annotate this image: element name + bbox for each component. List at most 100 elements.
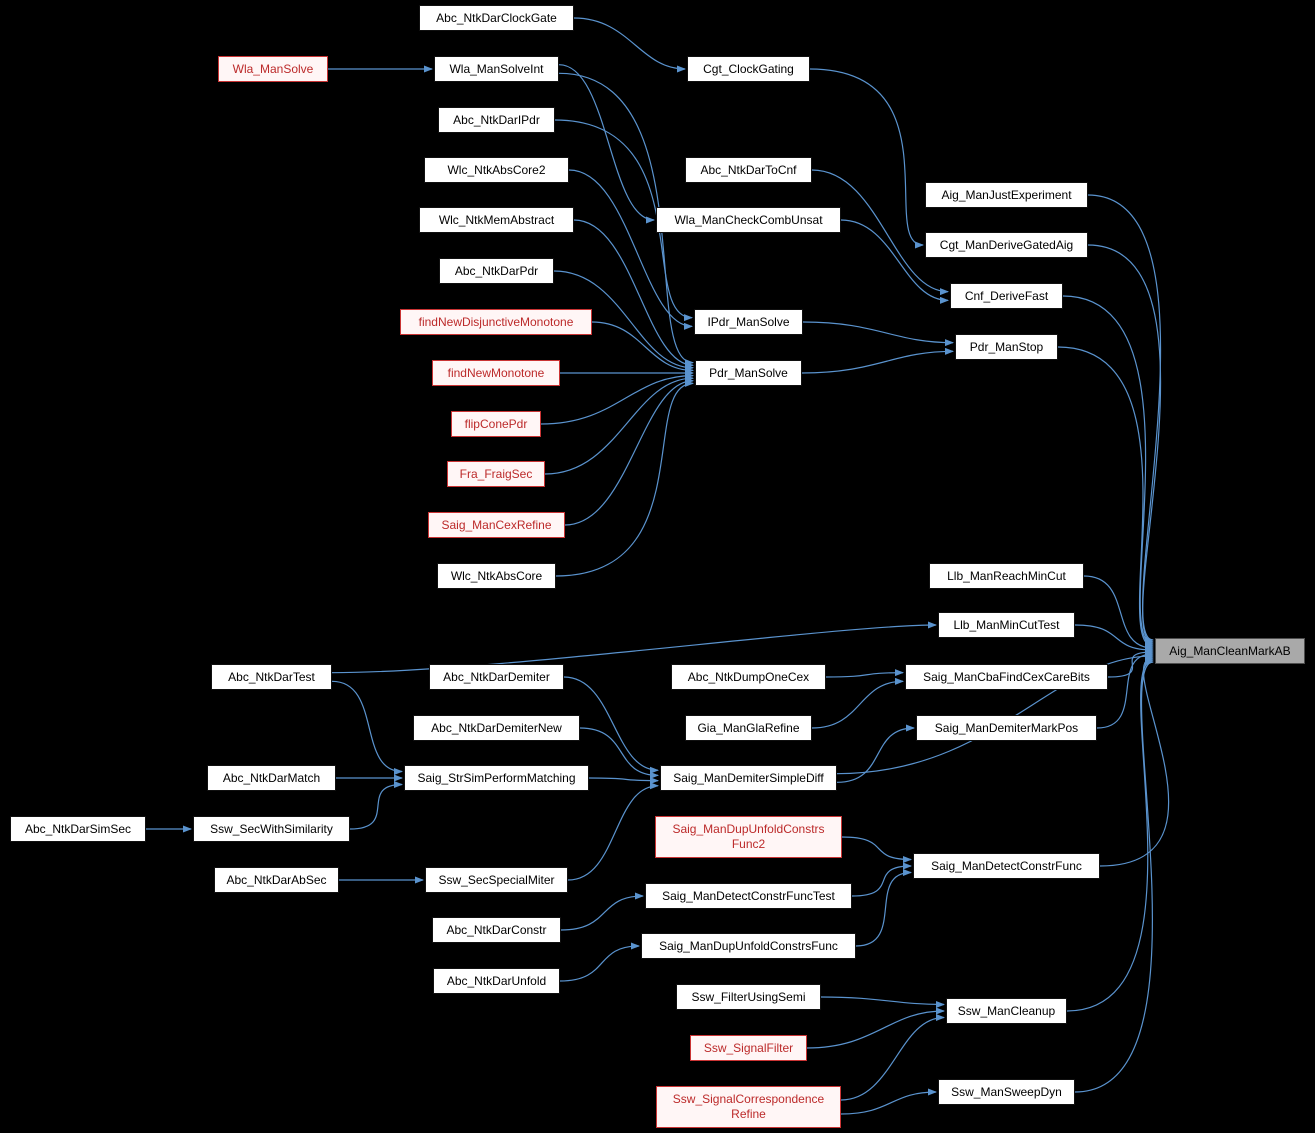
node-label: Wlc_NtkAbsCore	[450, 568, 543, 583]
node-label: Ssw_ManSweepDyn	[951, 1084, 1062, 1099]
node-label: Abc_NtkDarDemiterNew	[431, 720, 562, 735]
graph-node-SswFilterUsingSemi[interactable]: Ssw_FilterUsingSemi	[676, 984, 821, 1010]
graph-node-SswSignalFilter[interactable]: Ssw_SignalFilter	[690, 1035, 807, 1061]
graph-node-AigManCleanMarkAB[interactable]: Aig_ManCleanMarkAB	[1155, 638, 1305, 664]
graph-node-WlcNtkMemAbstract[interactable]: Wlc_NtkMemAbstract	[419, 207, 574, 233]
graph-node-WlaManCheckCombUnsat[interactable]: Wla_ManCheckCombUnsat	[656, 207, 841, 233]
node-label: Llb_ManMinCutTest	[953, 617, 1060, 632]
node-label: Saig_ManDemiterMarkPos	[934, 720, 1079, 735]
graph-node-SswSecWithSimilarity[interactable]: Ssw_SecWithSimilarity	[193, 816, 350, 842]
graph-node-AbcNtkDarClockGate[interactable]: Abc_NtkDarClockGate	[419, 5, 574, 31]
graph-node-AbcNtkDumpOneCex[interactable]: Abc_NtkDumpOneCex	[671, 664, 826, 690]
node-label: Abc_NtkDarClockGate	[436, 10, 557, 25]
graph-node-GiaManGlaRefine[interactable]: Gia_ManGlaRefine	[685, 715, 812, 741]
edge-SswSecWithSimilarity-to-SaigStrSimPerformMatching	[349, 781, 403, 830]
graph-node-AbcNtkDarDemiter[interactable]: Abc_NtkDarDemiter	[429, 664, 564, 690]
node-label: Wlc_NtkAbsCore2	[447, 162, 546, 177]
graph-node-AbcNtkDarMatch[interactable]: Abc_NtkDarMatch	[207, 765, 336, 791]
graph-node-AbcNtkDarConstr[interactable]: Abc_NtkDarConstr	[432, 917, 561, 943]
edge-SaigStrSimPerformMatching-to-SaigManDemiterSimpleDiff	[588, 777, 659, 785]
graph-node-SswSignalCorrespondenceRefine[interactable]: Ssw_SignalCorrespondence Refine	[656, 1086, 841, 1128]
graph-node-AbcNtkDarIPdr[interactable]: Abc_NtkDarIPdr	[438, 107, 555, 133]
graph-node-SaigStrSimPerformMatching[interactable]: Saig_StrSimPerformMatching	[404, 765, 589, 791]
graph-node-WlcNtkAbsCore[interactable]: Wlc_NtkAbsCore	[437, 563, 556, 589]
node-label: Pdr_ManStop	[969, 339, 1044, 354]
node-label: Wla_ManSolve	[232, 61, 314, 76]
edge-AbcNtkDumpOneCex-to-SaigManCbaFindCexCareBits	[825, 669, 904, 678]
graph-node-AbcNtkDarUnfold[interactable]: Abc_NtkDarUnfold	[433, 968, 560, 994]
graph-node-AbcNtkDarPdr[interactable]: Abc_NtkDarPdr	[439, 258, 554, 284]
graph-node-PdrManSolve[interactable]: Pdr_ManSolve	[695, 360, 802, 386]
graph-node-SaigManCbaFindCexCareBits[interactable]: Saig_ManCbaFindCexCareBits	[905, 664, 1108, 690]
graph-node-FraFraigSec[interactable]: Fra_FraigSec	[447, 461, 545, 487]
graph-node-SswManSweepDyn[interactable]: Ssw_ManSweepDyn	[938, 1079, 1075, 1105]
edge-WlcNtkMemAbstract-to-PdrManSolve	[573, 219, 694, 369]
node-label: Saig_ManDupUnfoldConstrsFunc	[659, 938, 838, 953]
graph-node-AbcNtkDarTest[interactable]: Abc_NtkDarTest	[211, 664, 332, 690]
graph-node-SswSecSpecialMiter[interactable]: Ssw_SecSpecialMiter	[425, 867, 568, 893]
edge-SaigManDemiterMarkPos-to-AigManCleanMarkAB	[1096, 650, 1154, 729]
graph-node-IPdrManSolve[interactable]: IPdr_ManSolve	[694, 309, 803, 335]
edge-AigManJustExperiment-to-AigManCleanMarkAB	[1087, 194, 1162, 644]
node-label: flipConePdr	[464, 416, 528, 431]
graph-node-WlaManSolveInt[interactable]: Wla_ManSolveInt	[434, 56, 559, 82]
edge-WlaManCheckCombUnsat-to-CnfDeriveFast	[840, 219, 949, 304]
graph-node-findNewMonotone[interactable]: findNewMonotone	[432, 360, 560, 386]
node-label: Wlc_NtkMemAbstract	[438, 212, 555, 227]
edge-SaigManDemiterSimpleDiff-to-AigManCleanMarkAB	[836, 652, 1154, 775]
graph-node-AbcNtkDarSimSec[interactable]: Abc_NtkDarSimSec	[10, 816, 146, 842]
node-label: Aig_ManJustExperiment	[941, 187, 1072, 202]
node-label: Abc_NtkDarAbSec	[226, 872, 327, 887]
graph-node-SaigManDupUnfoldConstrsFunc[interactable]: Saig_ManDupUnfoldConstrsFunc	[641, 933, 856, 959]
graph-node-WlcNtkAbsCore2[interactable]: Wlc_NtkAbsCore2	[424, 157, 569, 183]
graph-node-AbcNtkDarDemiterNew[interactable]: Abc_NtkDarDemiterNew	[413, 715, 580, 741]
graph-node-CnfDeriveFast[interactable]: Cnf_DeriveFast	[950, 283, 1063, 309]
node-label: Saig_ManDetectConstrFuncTest	[662, 888, 835, 903]
edge-SaigManDemiterSimpleDiff-to-SaigManDemiterMarkPos	[836, 724, 915, 783]
node-label: Saig_ManCbaFindCexCareBits	[923, 669, 1090, 684]
node-label: Ssw_SecWithSimilarity	[210, 821, 333, 836]
graph-node-SaigManDetectConstrFunc[interactable]: Saig_ManDetectConstrFunc	[913, 853, 1100, 879]
node-label: Ssw_FilterUsingSemi	[691, 989, 806, 1004]
graph-node-SaigManDetectConstrFuncTest[interactable]: Saig_ManDetectConstrFuncTest	[645, 883, 852, 909]
graph-node-AigManJustExperiment[interactable]: Aig_ManJustExperiment	[925, 182, 1088, 208]
graph-node-CgtManDeriveGatedAig[interactable]: Cgt_ManDeriveGatedAig	[925, 232, 1088, 258]
node-label: Saig_ManDupUnfoldConstrs Func2	[672, 822, 825, 851]
edge-PdrManStop-to-AigManCleanMarkAB	[1057, 346, 1154, 650]
node-label: Aig_ManCleanMarkAB	[1169, 643, 1291, 658]
edge-CgtClockGating-to-CgtManDeriveGatedAig	[809, 68, 924, 249]
node-label: Ssw_SignalCorrespondence Refine	[672, 1092, 825, 1121]
edge-findNewDisjunctiveMonotone-to-PdrManSolve	[591, 321, 694, 374]
graph-node-LlbManReachMinCut[interactable]: Llb_ManReachMinCut	[929, 563, 1084, 589]
edge-LlbManReachMinCut-to-AigManCleanMarkAB	[1083, 575, 1154, 652]
graph-node-SaigManCexRefine[interactable]: Saig_ManCexRefine	[428, 512, 565, 538]
graph-node-AbcNtkDarToCnf[interactable]: Abc_NtkDarToCnf	[685, 157, 812, 183]
node-label: Abc_NtkDarUnfold	[446, 973, 547, 988]
graph-node-PdrManStop[interactable]: Pdr_ManStop	[955, 334, 1058, 360]
graph-node-LlbManMinCutTest[interactable]: Llb_ManMinCutTest	[938, 612, 1075, 638]
node-label: Wla_ManSolveInt	[449, 61, 544, 76]
node-label: Cnf_DeriveFast	[964, 288, 1049, 303]
node-label: Fra_FraigSec	[459, 466, 533, 481]
node-label: Abc_NtkDarMatch	[222, 770, 321, 785]
graph-node-WlaManSolve[interactable]: Wla_ManSolve	[218, 56, 328, 82]
edge-AbcNtkDarClockGate-to-CgtClockGating	[573, 17, 686, 73]
node-label: Saig_ManCexRefine	[441, 517, 552, 532]
edge-AbcNtkDarPdr-to-PdrManSolve	[553, 270, 694, 372]
graph-node-SaigManDupUnfoldConstrsFunc2[interactable]: Saig_ManDupUnfoldConstrs Func2	[655, 816, 842, 858]
graph-node-AbcNtkDarAbSec[interactable]: Abc_NtkDarAbSec	[214, 867, 339, 893]
edge-SswSignalCorrespondenceRefine-to-SswManCleanup	[840, 1014, 945, 1101]
edge-CnfDeriveFast-to-AigManCleanMarkAB	[1062, 295, 1154, 648]
graph-node-SaigManDemiterMarkPos[interactable]: Saig_ManDemiterMarkPos	[916, 715, 1097, 741]
graph-node-CgtClockGating[interactable]: Cgt_ClockGating	[687, 56, 810, 82]
graph-node-findNewDisjunctiveMonotone[interactable]: findNewDisjunctiveMonotone	[400, 309, 592, 335]
graph-node-flipConePdr[interactable]: flipConePdr	[451, 411, 541, 437]
node-label: Llb_ManReachMinCut	[947, 568, 1066, 583]
graph-node-SaigManDemiterSimpleDiff[interactable]: Saig_ManDemiterSimpleDiff	[660, 765, 837, 791]
edge-WlcNtkAbsCore-to-PdrManSolve	[555, 379, 694, 577]
node-label: findNewDisjunctiveMonotone	[418, 314, 574, 329]
graph-node-SswManCleanup[interactable]: Ssw_ManCleanup	[946, 998, 1067, 1024]
edge-GiaManGlaRefine-to-SaigManCbaFindCexCareBits	[811, 677, 904, 729]
